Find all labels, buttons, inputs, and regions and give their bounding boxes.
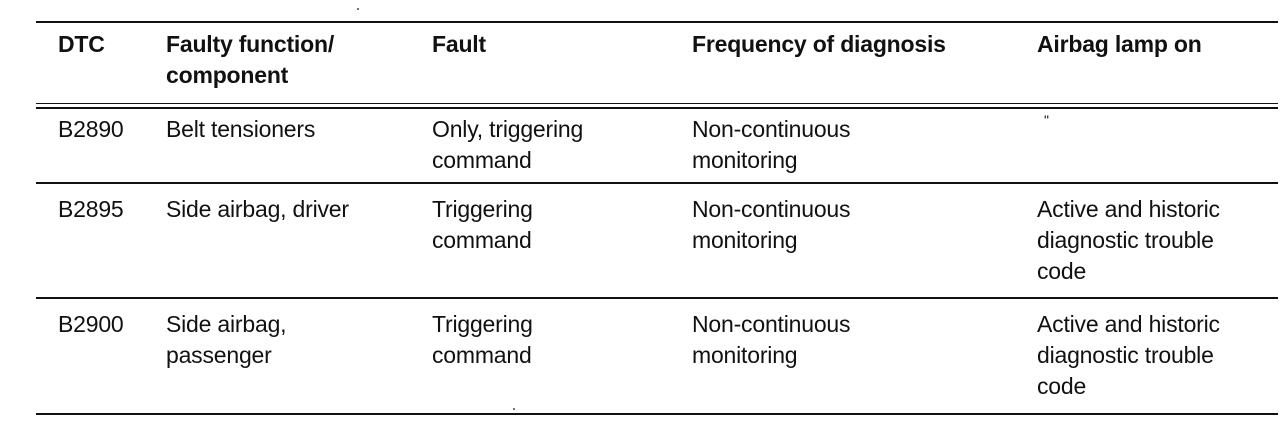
row-3-function: Side airbag, passenger	[166, 311, 287, 368]
row-1-rule	[36, 182, 1278, 184]
header-rule-thick	[36, 107, 1278, 109]
row-2-rule	[36, 297, 1278, 299]
row-1-function: Belt tensioners	[166, 116, 316, 142]
row-2-dtc: B2895	[58, 196, 124, 222]
scan-speck	[357, 8, 359, 10]
header-frequency: Frequency of diagnosis	[692, 31, 946, 57]
row-2-fault: Triggering command	[432, 196, 533, 253]
row-3-lamp: Active and historic diagnostic trouble c…	[1037, 311, 1220, 399]
row-3-dtc: B2900	[58, 311, 124, 337]
row-1-lamp: "	[1044, 112, 1049, 128]
row-1-frequency: Non-continuous monitoring	[692, 116, 851, 173]
header-dtc: DTC	[58, 31, 105, 57]
header-rule-thin	[36, 103, 1278, 104]
row-1-dtc: B2890	[58, 116, 124, 142]
row-2-frequency: Non-continuous monitoring	[692, 196, 851, 253]
table-bottom-rule	[36, 413, 1278, 415]
header-airbag-lamp: Airbag lamp on	[1037, 31, 1202, 57]
row-3-frequency: Non-continuous monitoring	[692, 311, 851, 368]
row-3-fault: Triggering command	[432, 311, 533, 368]
row-2-function: Side airbag, driver	[166, 196, 349, 222]
header-fault: Fault	[432, 31, 486, 57]
row-2-lamp: Active and historic diagnostic trouble c…	[1037, 196, 1220, 284]
scan-speck	[513, 408, 515, 410]
header-faulty-function: Faulty function/ component	[166, 31, 335, 88]
row-1-fault: Only, triggering command	[432, 116, 584, 173]
table-top-rule	[36, 21, 1278, 23]
